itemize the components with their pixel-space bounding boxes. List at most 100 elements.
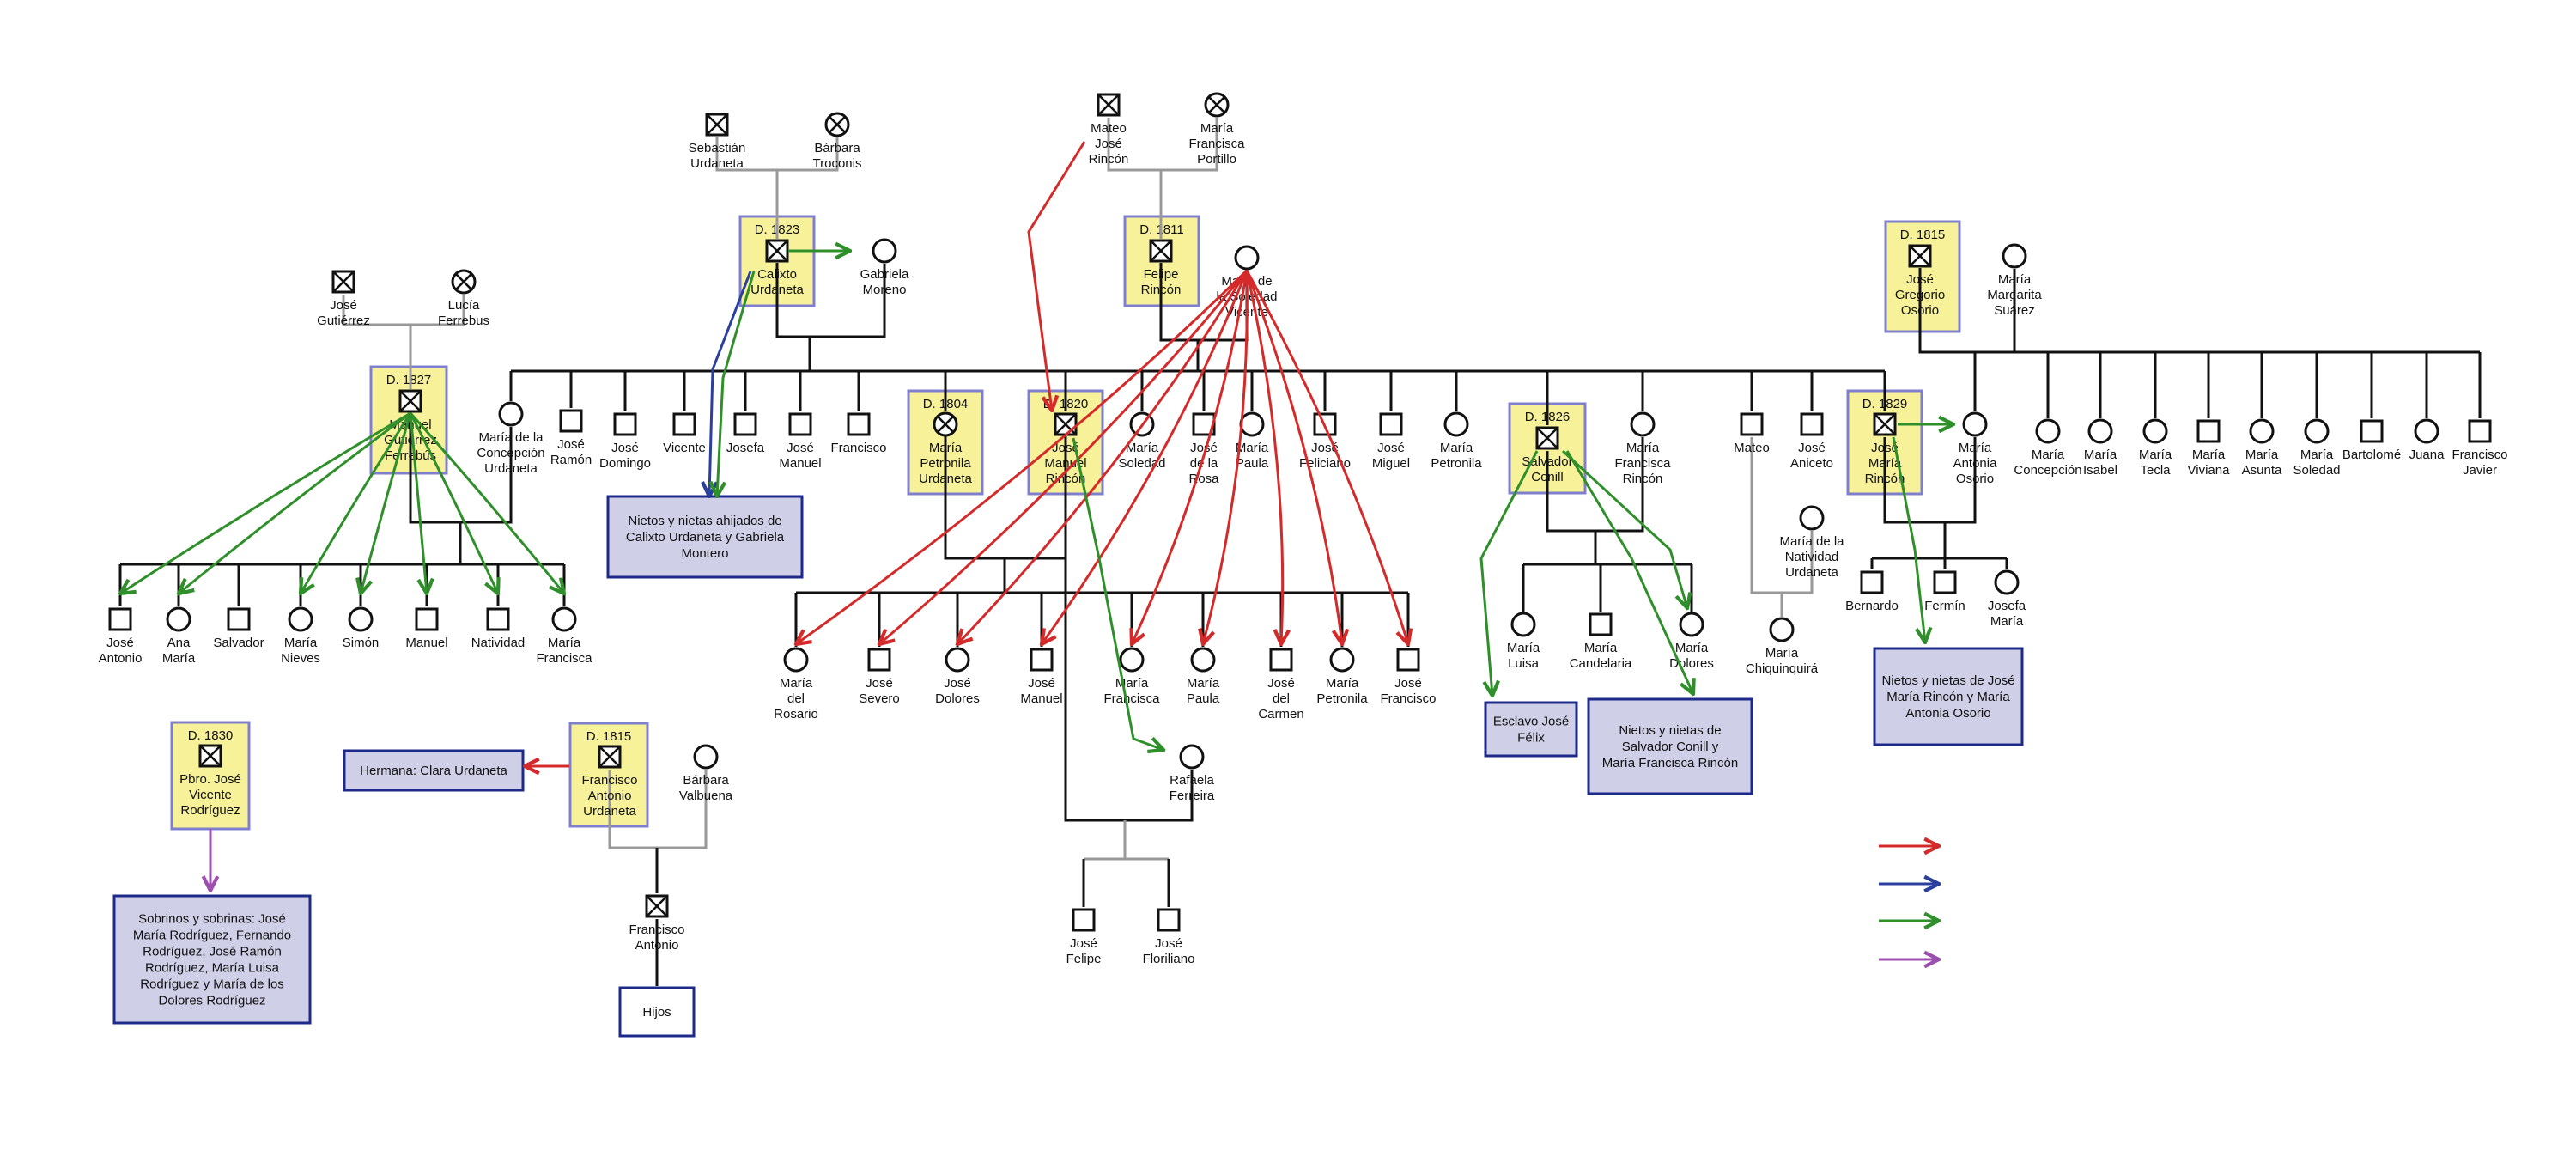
red-relation-arrow <box>1027 141 1086 411</box>
male-symbol-jose_domingo <box>613 412 637 436</box>
marriage-line <box>1883 437 1977 524</box>
male-symbol-g_natividad <box>486 607 510 631</box>
death-label-francisco_au: D. 1815 <box>586 729 632 744</box>
female-symbol-r_maria_paula <box>1190 647 1216 673</box>
male-symbol-josefa <box>733 412 757 436</box>
male-symbol-jose_floriliano <box>1157 908 1181 932</box>
female-symbol-r_maria_rosario <box>783 647 809 673</box>
red-relation-arrow <box>1245 270 1408 644</box>
deceased-mark <box>1207 95 1226 114</box>
green-relation-arrow <box>717 271 756 496</box>
deceased-mark <box>1097 94 1120 116</box>
male-symbol-c_maria_candelaria <box>1589 612 1613 636</box>
green-relation-arrow <box>1892 436 1925 642</box>
note-box-hermana <box>343 749 525 792</box>
relation-arrow-layer <box>120 141 1953 891</box>
male-symbol-o_viviana <box>2196 419 2221 443</box>
male-symbol-fermin <box>1933 570 1957 594</box>
female-symbol-g_maria_nieves <box>288 606 313 632</box>
marriage-line <box>1107 118 1218 172</box>
deceased-mark <box>646 895 668 917</box>
male-symbol-r_jose_manuel <box>1030 648 1054 672</box>
deceased-mark <box>1874 413 1896 435</box>
female-symbol-barbara_v <box>693 744 719 770</box>
marriage-line <box>342 295 465 326</box>
female-symbol-c_maria_luisa <box>1510 612 1536 637</box>
note-box-esclavo <box>1484 701 1578 758</box>
note-box-nietos_jose_maria <box>1873 647 2024 746</box>
connector-layer <box>118 118 2482 986</box>
male-symbol-jose_felipe <box>1072 908 1096 932</box>
person-name-g_simon: Simón <box>343 636 380 650</box>
green-relation-arrow <box>1565 450 1693 694</box>
deceased-mark <box>1150 240 1172 262</box>
deceased-mark <box>936 415 955 434</box>
note-box-nietos_salvador <box>1587 697 1753 795</box>
person-symbol-layer <box>108 92 2492 932</box>
note-box-sobrinos <box>112 894 312 1025</box>
person-name-josefa: Josefa <box>726 441 765 455</box>
green-relation-arrow <box>179 411 411 594</box>
male-symbol-jose_miguel <box>1379 412 1403 436</box>
person-name-g_salvador: Salvador <box>213 636 264 650</box>
male-symbol-g_jose_antonio <box>108 607 132 631</box>
male-symbol-jose_ramon <box>559 409 583 433</box>
male-symbol-g_salvador <box>227 607 251 631</box>
death-label-manuel_gf: D. 1827 <box>386 373 432 387</box>
note-box-hijos <box>618 986 696 1038</box>
red-relation-arrow <box>1245 270 1342 644</box>
green-relation-arrow <box>361 412 412 594</box>
male-symbol-r_jose_severo <box>867 648 891 672</box>
person-name-vicente: Vicente <box>663 441 706 455</box>
red-relation-arrow <box>1245 270 1283 644</box>
red-relation-arrow <box>1132 270 1249 644</box>
note-text-hermana: Hermana: Clara Urdaneta <box>360 764 507 778</box>
green-relation-arrow <box>301 412 412 594</box>
red-relation-arrow <box>796 269 1249 644</box>
female-symbol-o_isabel <box>2087 418 2113 444</box>
green-relation-arrow <box>1479 450 1539 696</box>
